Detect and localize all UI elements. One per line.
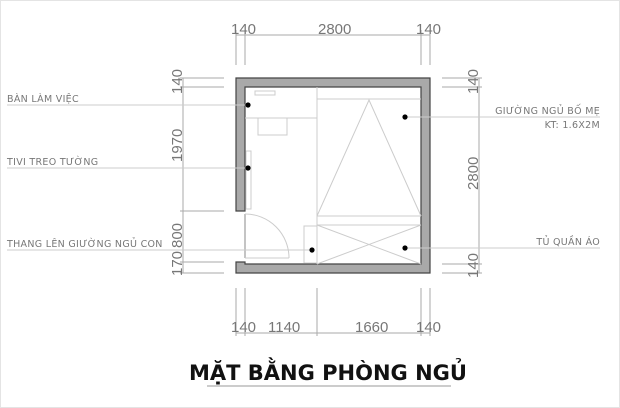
- label-wardrobe: TỦ QUẦN ÁO: [535, 235, 600, 248]
- tv: [245, 150, 252, 210]
- desk: [245, 90, 317, 136]
- wardrobe: [303, 224, 422, 265]
- dim-bottom-4: 140: [416, 319, 441, 336]
- dim-right-1: 140: [465, 69, 482, 94]
- bottom-dimension: 140 1140 1660 140: [231, 288, 441, 336]
- dim-left-1: 140: [169, 69, 186, 94]
- leader-bed: GIƯỜNG NGỦ BỐ MẸ KT: 1.6X2M: [402, 104, 600, 131]
- leader-tv: TIVI TREO TƯỜNG: [6, 156, 251, 171]
- dim-right-3: 140: [465, 253, 482, 278]
- dim-bottom-2: 1140: [268, 319, 300, 336]
- label-ladder: THANG LÊN GIƯỜNG NGỦ CON: [6, 238, 163, 250]
- dim-left-4: 170: [169, 251, 186, 276]
- door: [244, 213, 290, 259]
- dim-bottom-3: 1660: [355, 319, 388, 336]
- dim-bottom-1: 140: [231, 319, 256, 336]
- label-desk: BÀN LÀM VIỆC: [7, 93, 79, 105]
- dim-right-2: 2800: [465, 157, 482, 190]
- bed: [316, 87, 422, 264]
- leader-desk: BÀN LÀM VIỆC: [7, 93, 251, 108]
- label-bed: GIƯỜNG NGỦ BỐ MẸ: [495, 104, 600, 117]
- dim-top-1: 140: [231, 21, 256, 38]
- walls: [235, 77, 431, 274]
- label-bed-size: KT: 1.6X2M: [545, 120, 600, 131]
- dim-left-2: 1970: [169, 129, 186, 162]
- dim-left-3: 800: [169, 223, 186, 248]
- left-dimension: 140 1970 800 170: [169, 69, 224, 276]
- label-tv: TIVI TREO TƯỜNG: [6, 156, 98, 168]
- dim-top-2: 2800: [318, 21, 351, 38]
- page-title: MẶT BẰNG PHÒNG NGỦ: [189, 357, 467, 385]
- leader-ladder: THANG LÊN GIƯỜNG NGỦ CON: [6, 238, 315, 253]
- right-dimension: 140 2800 140: [442, 69, 482, 278]
- leader-wardrobe: TỦ QUẦN ÁO: [402, 235, 600, 251]
- dim-top-3: 140: [416, 21, 441, 38]
- top-dimension: 140 2800 140: [231, 21, 441, 65]
